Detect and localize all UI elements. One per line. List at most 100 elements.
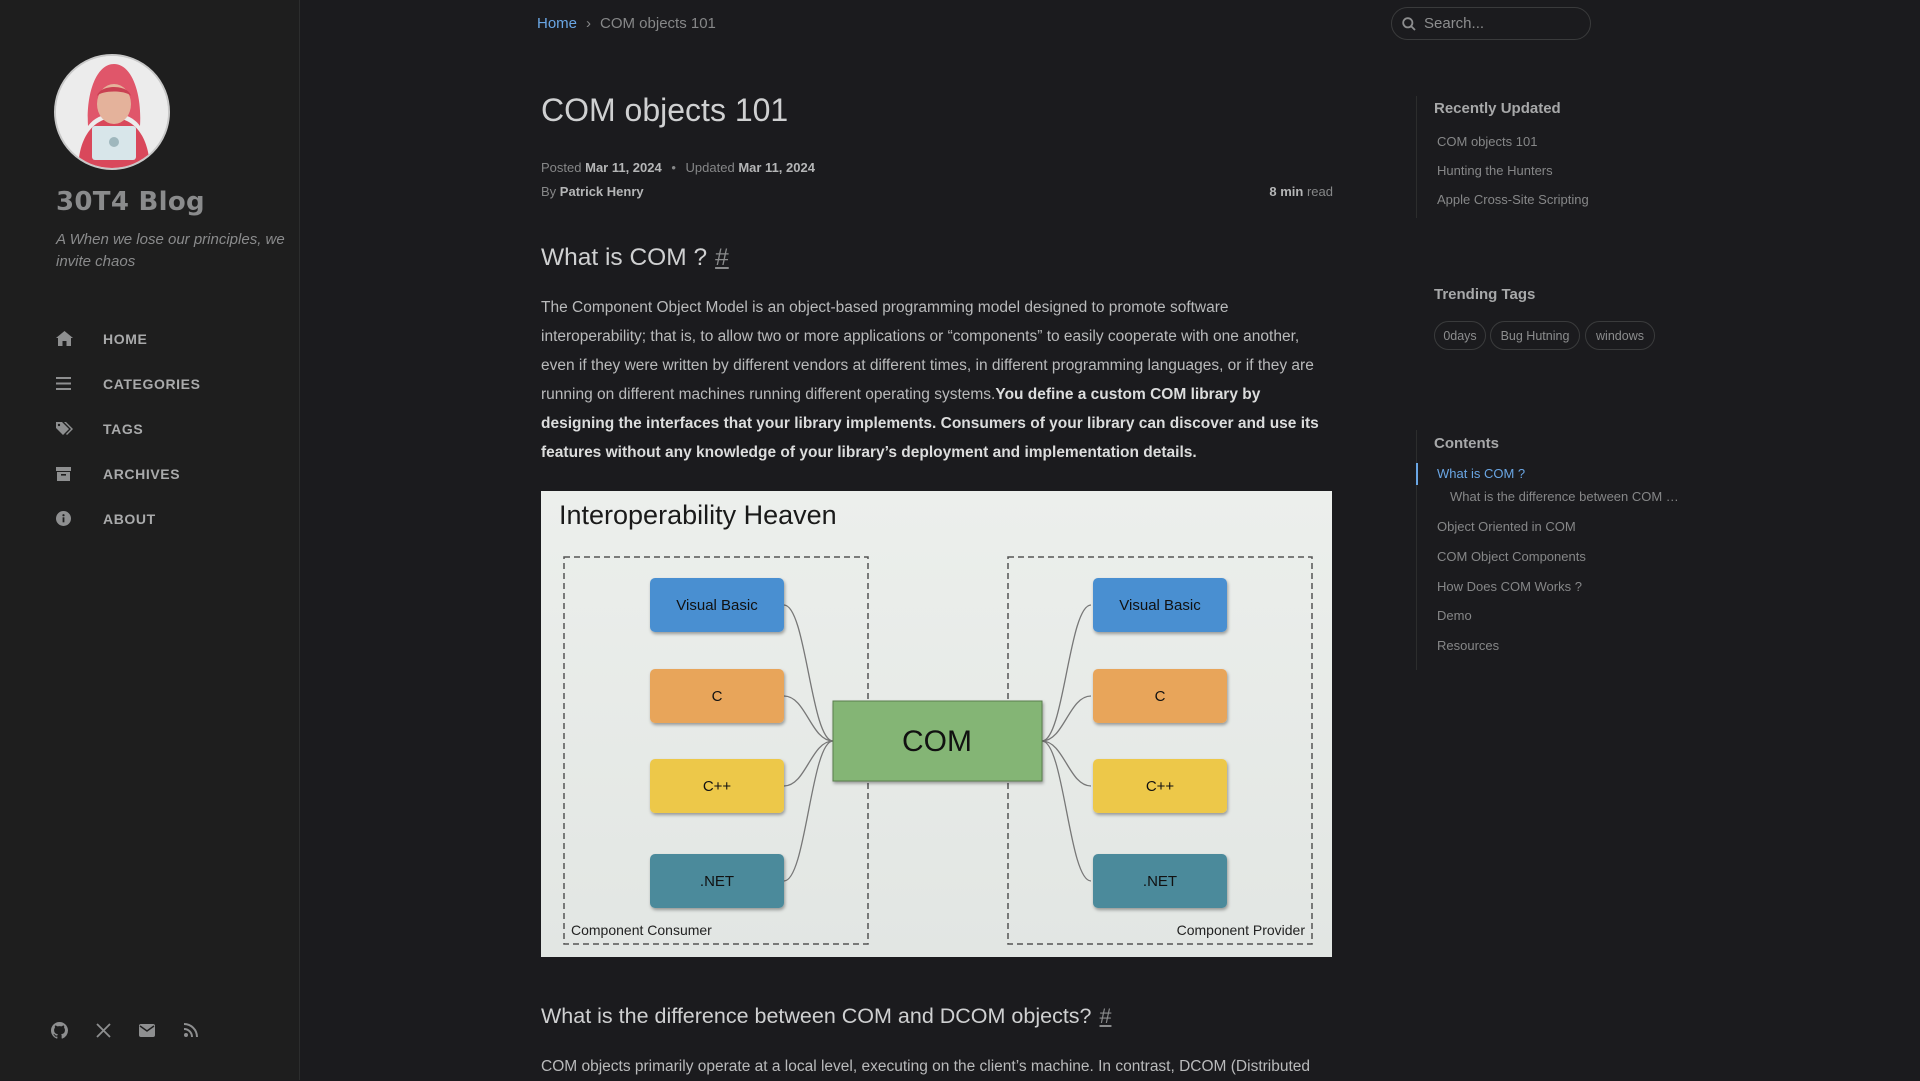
section-heading-what-is-com: What is COM ? #	[541, 244, 729, 272]
email-link[interactable]	[132, 1015, 162, 1045]
consumer-region	[563, 556, 869, 945]
heading-anchor-link[interactable]: #	[1099, 1004, 1112, 1028]
consumer-label-c: C	[712, 688, 723, 705]
x-twitter-link[interactable]	[88, 1015, 118, 1045]
toc-item-com-vs-dcom[interactable]: What is the difference between COM …	[1450, 489, 1679, 504]
site-title[interactable]: 30T4 Blog	[56, 187, 205, 217]
heading-anchor-link[interactable]: #	[715, 244, 729, 271]
avatar-hacker-icon	[56, 56, 168, 168]
contents-panel	[1416, 430, 1417, 670]
toc-item-how-com-works[interactable]: How Does COM Works ?	[1437, 579, 1582, 594]
post-author-line: By Patrick Henry 8 min read	[541, 184, 1333, 199]
avatar[interactable]	[54, 54, 170, 170]
nav-item-tags[interactable]: TAGS	[56, 406, 276, 451]
toc-item-com-components[interactable]: COM Object Components	[1437, 549, 1586, 564]
paragraph-bold-text: You define a custom COM library by desig…	[541, 386, 1319, 461]
provider-box-c	[1093, 669, 1227, 723]
paragraph-plain-text: The Component Object Model is an object-…	[541, 299, 1314, 403]
toc-item-what-is-com[interactable]: What is COM ?	[1437, 466, 1526, 481]
search-input[interactable]	[1424, 15, 1574, 32]
nav-about-label: ABOUT	[103, 510, 156, 527]
read-label: read	[1306, 184, 1333, 199]
toc-item-object-oriented[interactable]: Object Oriented in COM	[1437, 519, 1576, 534]
section-heading-text: What is the difference between COM and D…	[541, 1004, 1092, 1028]
consumer-region-label: Component Consumer	[571, 922, 712, 938]
com-center-label: COM	[902, 725, 972, 758]
author-name[interactable]: Patrick Henry	[559, 184, 644, 199]
interoperability-figure[interactable]: Interoperability Heaven Visual Basic C C…	[541, 491, 1332, 957]
tag-0days[interactable]: 0days	[1434, 321, 1486, 350]
trending-tags-title: Trending Tags	[1434, 286, 1536, 303]
recently-updated-item[interactable]: Apple Cross-Site Scripting	[1437, 192, 1589, 207]
provider-box-net	[1093, 854, 1227, 908]
consumer-label-cpp: C++	[703, 778, 732, 795]
recently-updated-item[interactable]: Hunting the Hunters	[1437, 163, 1553, 178]
read-time: 8 min read	[1269, 184, 1333, 199]
provider-box-visual-basic	[1093, 578, 1227, 632]
read-minutes: 8 min	[1269, 184, 1304, 199]
provider-label-net: .NET	[1143, 873, 1177, 890]
section-heading-text: What is COM ?	[541, 244, 708, 271]
x-twitter-icon	[95, 1022, 111, 1038]
recently-updated-item[interactable]: COM objects 101	[1437, 134, 1538, 149]
consumer-box-cpp	[650, 759, 784, 813]
recently-updated-panel	[1416, 96, 1417, 218]
home-icon	[56, 331, 82, 346]
com-center-box	[832, 700, 1043, 782]
provider-box-cpp	[1093, 759, 1227, 813]
topbar: Home › COM objects 101	[300, 0, 1920, 48]
nav-item-archives[interactable]: ARCHIVES	[56, 451, 276, 496]
breadcrumb-separator: ›	[586, 15, 592, 32]
provider-label-cpp: C++	[1146, 778, 1175, 795]
updated-date: Mar 11, 2024	[738, 160, 815, 175]
nav-tags-label: TAGS	[103, 420, 144, 437]
breadcrumb-current: COM objects 101	[600, 15, 716, 32]
nav-item-home[interactable]: HOME	[56, 316, 276, 361]
github-link[interactable]	[44, 1015, 74, 1045]
consumer-label-visual-basic: Visual Basic	[676, 597, 758, 614]
paragraph-com-vs-dcom: COM objects primarily operate at a local…	[541, 1058, 1311, 1075]
by-label: By	[541, 184, 557, 199]
rss-icon	[184, 1023, 198, 1037]
info-icon	[56, 511, 82, 526]
post-title: COM objects 101	[541, 92, 789, 128]
consumer-box-net	[650, 854, 784, 908]
social-links	[44, 1015, 206, 1045]
rss-link[interactable]	[176, 1015, 206, 1045]
toc-item-demo[interactable]: Demo	[1437, 608, 1472, 623]
post-dates: Posted Mar 11, 2024 • Updated Mar 11, 20…	[541, 160, 815, 175]
site-subtitle: A When we lose our principles, we invite…	[56, 231, 285, 270]
github-icon	[50, 1021, 68, 1039]
sidebar-nav: HOME CATEGORIES TAGS ARCHIVES ABOUT	[56, 316, 276, 541]
connector-lines	[783, 604, 1092, 882]
section-heading-com-vs-dcom: What is the difference between COM and D…	[541, 1004, 1111, 1029]
toc-active-indicator	[1416, 463, 1418, 485]
consumer-box-visual-basic	[650, 578, 784, 632]
nav-item-about[interactable]: ABOUT	[56, 496, 276, 541]
provider-region	[1007, 556, 1313, 945]
nav-categories-label: CATEGORIES	[103, 375, 201, 392]
breadcrumb-home-link[interactable]: Home	[537, 15, 578, 32]
figure-title: Interoperability Heaven	[559, 500, 837, 530]
provider-label-visual-basic: Visual Basic	[1119, 597, 1201, 614]
paragraph-what-is-com: The Component Object Model is an object-…	[541, 293, 1333, 467]
tags-icon	[56, 421, 82, 436]
search-icon	[1402, 16, 1416, 31]
list-icon	[56, 377, 82, 390]
consumer-label-net: .NET	[700, 873, 734, 890]
posted-label: Posted	[541, 160, 582, 175]
archive-icon	[56, 466, 82, 481]
provider-label-c: C	[1155, 688, 1166, 705]
consumer-box-c	[650, 669, 784, 723]
nav-home-label: HOME	[103, 330, 148, 347]
toc-item-resources[interactable]: Resources	[1437, 638, 1500, 653]
tag-windows[interactable]: windows	[1585, 321, 1655, 350]
search-box[interactable]	[1391, 7, 1591, 40]
contents-title: Contents	[1434, 435, 1499, 452]
tag-bug-hutning[interactable]: Bug Hutning	[1490, 321, 1580, 350]
nav-item-categories[interactable]: CATEGORIES	[56, 361, 276, 406]
email-icon	[139, 1023, 155, 1037]
updated-label: Updated	[685, 160, 735, 175]
nav-archives-label: ARCHIVES	[103, 465, 181, 482]
recently-updated-title: Recently Updated	[1434, 100, 1561, 117]
